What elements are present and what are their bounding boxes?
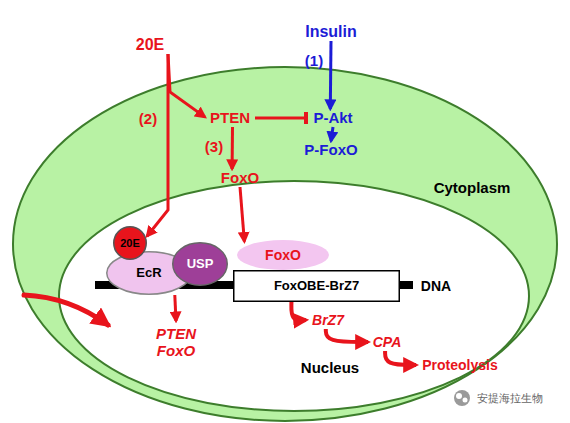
node-text: Nucleus — [301, 359, 359, 376]
node-text: USP — [187, 257, 214, 272]
node-text: P-FoxO — [304, 141, 357, 158]
gene-label: CPA — [368, 333, 406, 351]
gene-label: PTEN FoxO — [148, 321, 204, 363]
receptor-ellipse: USP — [172, 242, 228, 286]
step-number: (2) — [139, 110, 157, 127]
node-text: 20E — [120, 237, 140, 250]
node-text: PTEN FoxO — [148, 325, 204, 360]
step-number: (1) — [305, 52, 323, 69]
promoter-box-shape — [234, 271, 400, 302]
node-text: Insulin — [305, 23, 357, 41]
node-text: PTEN — [210, 109, 250, 126]
node-text: FoxOBE-BrZ7 — [274, 279, 359, 294]
nucleus-ellipse-shape — [59, 181, 529, 411]
protein-label: P-Akt — [306, 109, 360, 127]
arrow-connector — [147, 54, 168, 236]
node-text: Cytoplasm — [434, 179, 511, 196]
node-text: FoxO — [221, 169, 259, 186]
arrow-connector — [240, 187, 244, 242]
arrow-connector — [331, 127, 333, 141]
watermark-icon-detail — [456, 393, 462, 399]
arrow-connector — [168, 54, 205, 117]
watermark-icon — [454, 390, 470, 406]
node-text: BrZ7 — [312, 312, 344, 328]
ligand-circle: 20E — [113, 226, 147, 260]
inhibition-connector — [255, 117, 306, 120]
watermark: 安提海拉生物 — [477, 391, 543, 406]
node-text: Proteolysis — [422, 357, 497, 373]
cell-ellipse: Cytoplasm PTEN P-AktP-FoxO FoxO Nucleus 20E Ec… — [12, 66, 558, 422]
node-text: P-Akt — [313, 109, 352, 126]
strand-label: DNA — [421, 278, 451, 294]
hormone-label: Insulin — [298, 23, 364, 41]
step-number: (3) — [205, 138, 223, 155]
ligand-circle-shape — [114, 227, 147, 260]
watermark-icon-detail — [463, 398, 468, 403]
arrow-connector — [175, 295, 176, 321]
protein-label: FoxO — [218, 169, 262, 187]
node-text: CPA — [373, 334, 402, 350]
protein-label: P-FoxO — [299, 141, 363, 159]
gene-label: BrZ7 — [306, 311, 350, 329]
hormone-label: 20E — [130, 36, 170, 54]
arrow-connector — [385, 351, 416, 365]
cell-ellipse-shape — [13, 67, 557, 421]
receptor-ellipse-shape — [173, 243, 228, 286]
nucleus-ellipse: Nucleus 20E EcR USP FoxO FoxOBE-BrZ7PTEN FoxO… — [58, 180, 530, 412]
node-text: FoxO — [265, 247, 301, 263]
arrow-connector — [329, 41, 333, 109]
node-text: EcR — [136, 266, 161, 281]
node-text: 20E — [136, 36, 164, 54]
promoter-box: FoxOBE-BrZ7 — [233, 270, 400, 302]
process-label: Proteolysis — [416, 356, 504, 374]
arrow-connector — [326, 329, 368, 342]
transcription-factor-ellipse: FoxO — [237, 240, 329, 270]
protein-label: PTEN — [205, 109, 255, 127]
arrow-connector — [291, 302, 306, 320]
transcription-factor-ellipse-shape — [237, 240, 329, 270]
connector-group — [147, 41, 416, 365]
arrow-connector — [231, 127, 234, 169]
